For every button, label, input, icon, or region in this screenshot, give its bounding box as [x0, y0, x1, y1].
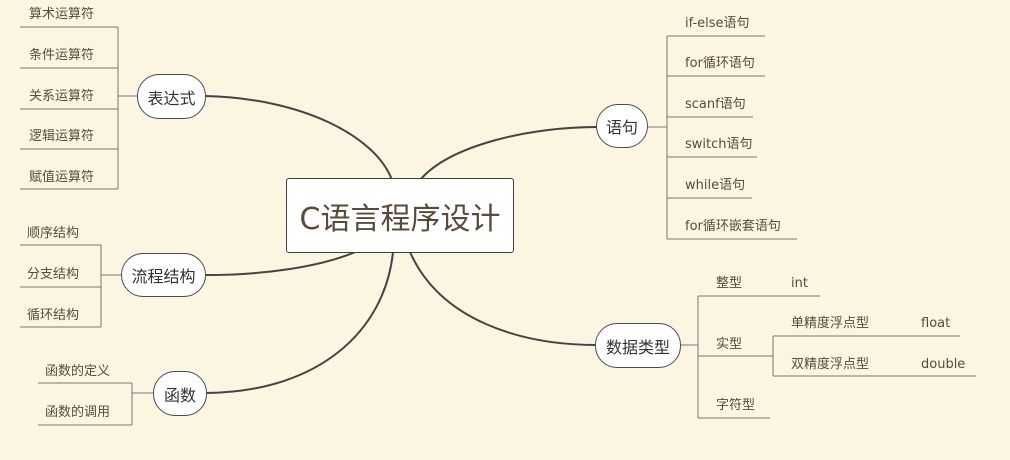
leaf-function-definition[interactable]: 函数的定义 [45, 364, 111, 379]
leaf-single-precision[interactable]: 单精度浮点型 [791, 316, 870, 331]
leaf-double-precision[interactable]: 双精度浮点型 [791, 357, 870, 372]
central-topic[interactable]: C语言程序设计 [286, 178, 514, 253]
leaf-assignment-operators[interactable]: 赋值运算符 [29, 170, 95, 185]
topic-functions[interactable]: 函数 [153, 371, 207, 416]
leaf-loop-structure[interactable]: 循环结构 [27, 308, 80, 323]
leaf-real-type[interactable]: 实型 [716, 337, 743, 352]
connector-root-flow [205, 249, 361, 276]
leaf-relational-operators[interactable]: 关系运算符 [29, 89, 95, 104]
topic-statements[interactable]: 语句 [596, 104, 648, 148]
leaf-int-keyword[interactable]: int [791, 276, 808, 291]
connector-root-datatypes [409, 251, 598, 346]
leaf-sequential-structure[interactable]: 顺序结构 [27, 226, 80, 241]
leaf-conditional-operators[interactable]: 条件运算符 [29, 48, 95, 63]
leaf-float-keyword[interactable]: float [921, 316, 951, 331]
connector-root-expressions [204, 95, 393, 181]
topic-data-types[interactable]: 数据类型 [595, 323, 681, 368]
leaf-branch-structure[interactable]: 分支结构 [27, 267, 80, 282]
leaf-for-statement[interactable]: for循环语句 [685, 56, 755, 71]
leaf-char-type[interactable]: 字符型 [716, 398, 756, 413]
leaf-integer-type[interactable]: 整型 [716, 276, 743, 291]
connector-root-statements [419, 126, 598, 181]
leaf-nested-for-statement[interactable]: for循环嵌套语句 [685, 219, 781, 234]
leaf-if-else-statement[interactable]: if-else语句 [685, 16, 750, 31]
topic-expressions[interactable]: 表达式 [137, 74, 206, 119]
leaf-arithmetic-operators[interactable]: 算术运算符 [29, 7, 95, 22]
connector-root-functions [205, 251, 394, 394]
topic-flow-structure[interactable]: 流程结构 [121, 253, 206, 297]
leaf-switch-statement[interactable]: switch语句 [685, 137, 753, 152]
leaf-while-statement[interactable]: while语句 [685, 178, 746, 193]
leaf-double-keyword[interactable]: double [921, 357, 966, 372]
leaf-scanf-statement[interactable]: scanf语句 [685, 97, 746, 112]
leaf-logical-operators[interactable]: 逻辑运算符 [29, 129, 95, 144]
leaf-function-call[interactable]: 函数的调用 [45, 405, 111, 420]
